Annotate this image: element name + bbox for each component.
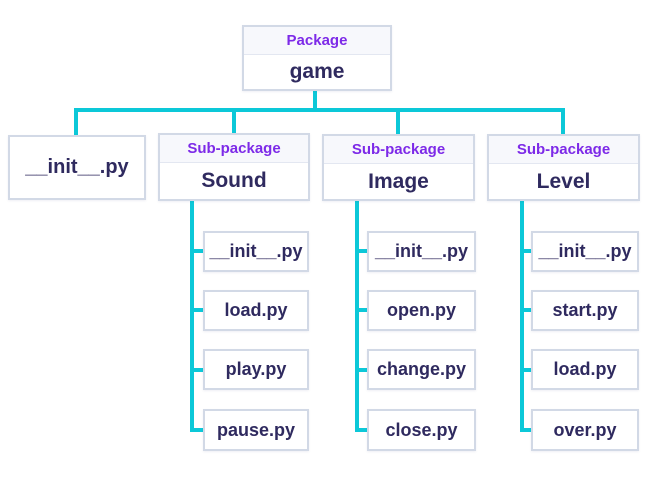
connector-stub — [190, 428, 204, 432]
package-node: Package game — [242, 25, 392, 91]
connector-stub — [520, 368, 532, 372]
connector-stub — [355, 368, 368, 372]
connector-stub — [190, 308, 204, 312]
connector-drop-level — [561, 110, 565, 136]
file-label: load.py — [553, 359, 617, 379]
file-node: __init__.py — [531, 231, 639, 272]
package-tag-label: Package — [244, 27, 390, 55]
connector-stub — [520, 308, 532, 312]
subpackage-node-image: Sub-package Image — [322, 134, 475, 201]
connector-stub — [190, 368, 204, 372]
connector-stub — [520, 428, 532, 432]
connector-drop-image — [396, 110, 400, 136]
init-file-node: __init__.py — [8, 135, 146, 200]
file-node: pause.py — [203, 409, 309, 451]
file-node: __init__.py — [367, 231, 476, 272]
connector-spine-sound — [190, 199, 194, 432]
file-label: pause.py — [216, 419, 296, 440]
connector-drop-sound — [232, 110, 236, 135]
file-label: __init__.py — [374, 241, 469, 261]
file-label: over.py — [553, 419, 617, 440]
file-label: open.py — [386, 300, 456, 320]
connector-spine-image — [355, 199, 359, 432]
connector-stub — [355, 249, 368, 253]
subpackage-node-sound: Sub-package Sound — [158, 133, 310, 201]
subpackage-tag-label: Sub-package — [489, 136, 638, 164]
file-label: close.py — [385, 419, 458, 440]
file-node: start.py — [531, 290, 639, 331]
file-node: play.py — [203, 349, 309, 390]
connector-drop-init — [74, 110, 78, 136]
connector-stub — [520, 249, 532, 253]
connector-game-drop — [313, 89, 317, 110]
file-label: __init__.py — [209, 241, 303, 261]
file-label: change.py — [376, 359, 467, 379]
file-label: load.py — [224, 300, 288, 320]
connector-stub — [355, 428, 368, 432]
subpackage-tag-label: Sub-package — [160, 135, 308, 163]
package-name: game — [289, 60, 345, 83]
file-label: __init__.py — [538, 241, 632, 261]
subpackage-name-image: Image — [368, 169, 429, 193]
file-label: play.py — [225, 359, 287, 379]
file-node: close.py — [367, 409, 476, 451]
file-node: open.py — [367, 290, 476, 331]
file-node: change.py — [367, 349, 476, 390]
connector-stub — [190, 249, 204, 253]
file-node: __init__.py — [203, 231, 309, 272]
subpackage-node-level: Sub-package Level — [487, 134, 640, 201]
file-node: load.py — [203, 290, 309, 331]
subpackage-name-sound: Sound — [201, 169, 267, 192]
init-file-label: __init__.py — [25, 156, 129, 178]
connector-horizontal — [74, 108, 565, 112]
file-node: over.py — [531, 409, 639, 451]
connector-stub — [355, 308, 368, 312]
connector-spine-level — [520, 199, 524, 432]
file-label: start.py — [552, 300, 618, 320]
file-node: load.py — [531, 349, 639, 390]
subpackage-name-level: Level — [536, 169, 591, 193]
subpackage-tag-label: Sub-package — [324, 136, 473, 164]
